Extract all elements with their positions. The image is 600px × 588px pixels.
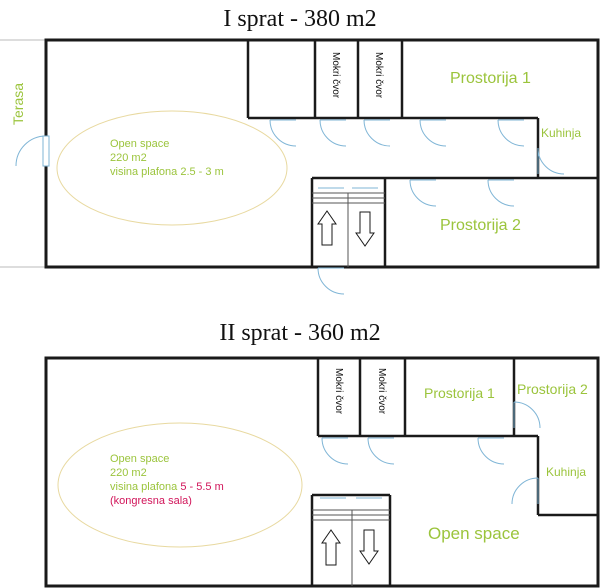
floor1-doors bbox=[15, 119, 565, 295]
f2-open-space-line1: Open space bbox=[110, 453, 170, 465]
f1-open-space-line3: visina plafona 2.5 - 3 m bbox=[110, 166, 224, 178]
floor2-doors bbox=[320, 401, 541, 505]
f1-wc1-label: Mokri čvor bbox=[330, 52, 341, 99]
floor2-title: II sprat - 360 m2 bbox=[219, 320, 381, 346]
floor1-title: I sprat - 380 m2 bbox=[223, 6, 377, 32]
f2-arrow-down bbox=[359, 529, 379, 565]
floor1-plan bbox=[0, 38, 600, 269]
f2-room1-label: Prostorija 1 bbox=[424, 385, 495, 401]
f2-open-space-label: Open space 220 m2 visina plafona 5 - 5.5… bbox=[110, 452, 224, 508]
floor2-outer-wall bbox=[44, 356, 600, 588]
f2-arrow-up bbox=[321, 529, 341, 566]
floor2-plan bbox=[44, 356, 600, 588]
f1-open-space-line1: Open space bbox=[110, 138, 170, 150]
f2-kitchen-label: Kuhinja bbox=[546, 465, 587, 479]
f1-open-space-label: Open space 220 m2 visina plafona 2.5 - 3… bbox=[110, 137, 224, 179]
f1-arrow-up bbox=[317, 210, 337, 246]
f2-ceiling-prefix: visina plafona bbox=[110, 481, 181, 493]
f2-staircase bbox=[312, 509, 390, 586]
f2-open-space-ellipse bbox=[57, 422, 303, 548]
f2-open-space-line3: visina plafona 5 - 5.5 m bbox=[110, 480, 224, 494]
f2-open-space-right-label: Open space bbox=[428, 524, 520, 543]
f2-open-space-line4: (kongresna sala) bbox=[110, 495, 192, 507]
f2-room2-label: Prostorija 2 bbox=[517, 381, 588, 397]
f1-open-space-ellipse bbox=[56, 110, 288, 226]
f1-wc2-label: Mokri čvor bbox=[373, 52, 384, 99]
f1-room1-label: Prostorija 1 bbox=[450, 70, 531, 87]
f2-wc2-label: Mokri čvor bbox=[376, 368, 387, 415]
f1-open-space-line2: 220 m2 bbox=[110, 152, 147, 164]
f1-arrow-down bbox=[355, 211, 375, 247]
f1-kitchen-label: Kuhinja bbox=[541, 126, 582, 140]
f2-open-space-line2: 220 m2 bbox=[110, 467, 147, 479]
f1-terrace-label: Terasa bbox=[10, 82, 26, 125]
f2-ceiling-value: 5 - 5.5 m bbox=[180, 481, 224, 493]
f1-room2-label: Prostorija 2 bbox=[440, 217, 521, 234]
f1-staircase bbox=[312, 192, 385, 267]
f2-wc1-label: Mokri čvor bbox=[333, 368, 344, 415]
